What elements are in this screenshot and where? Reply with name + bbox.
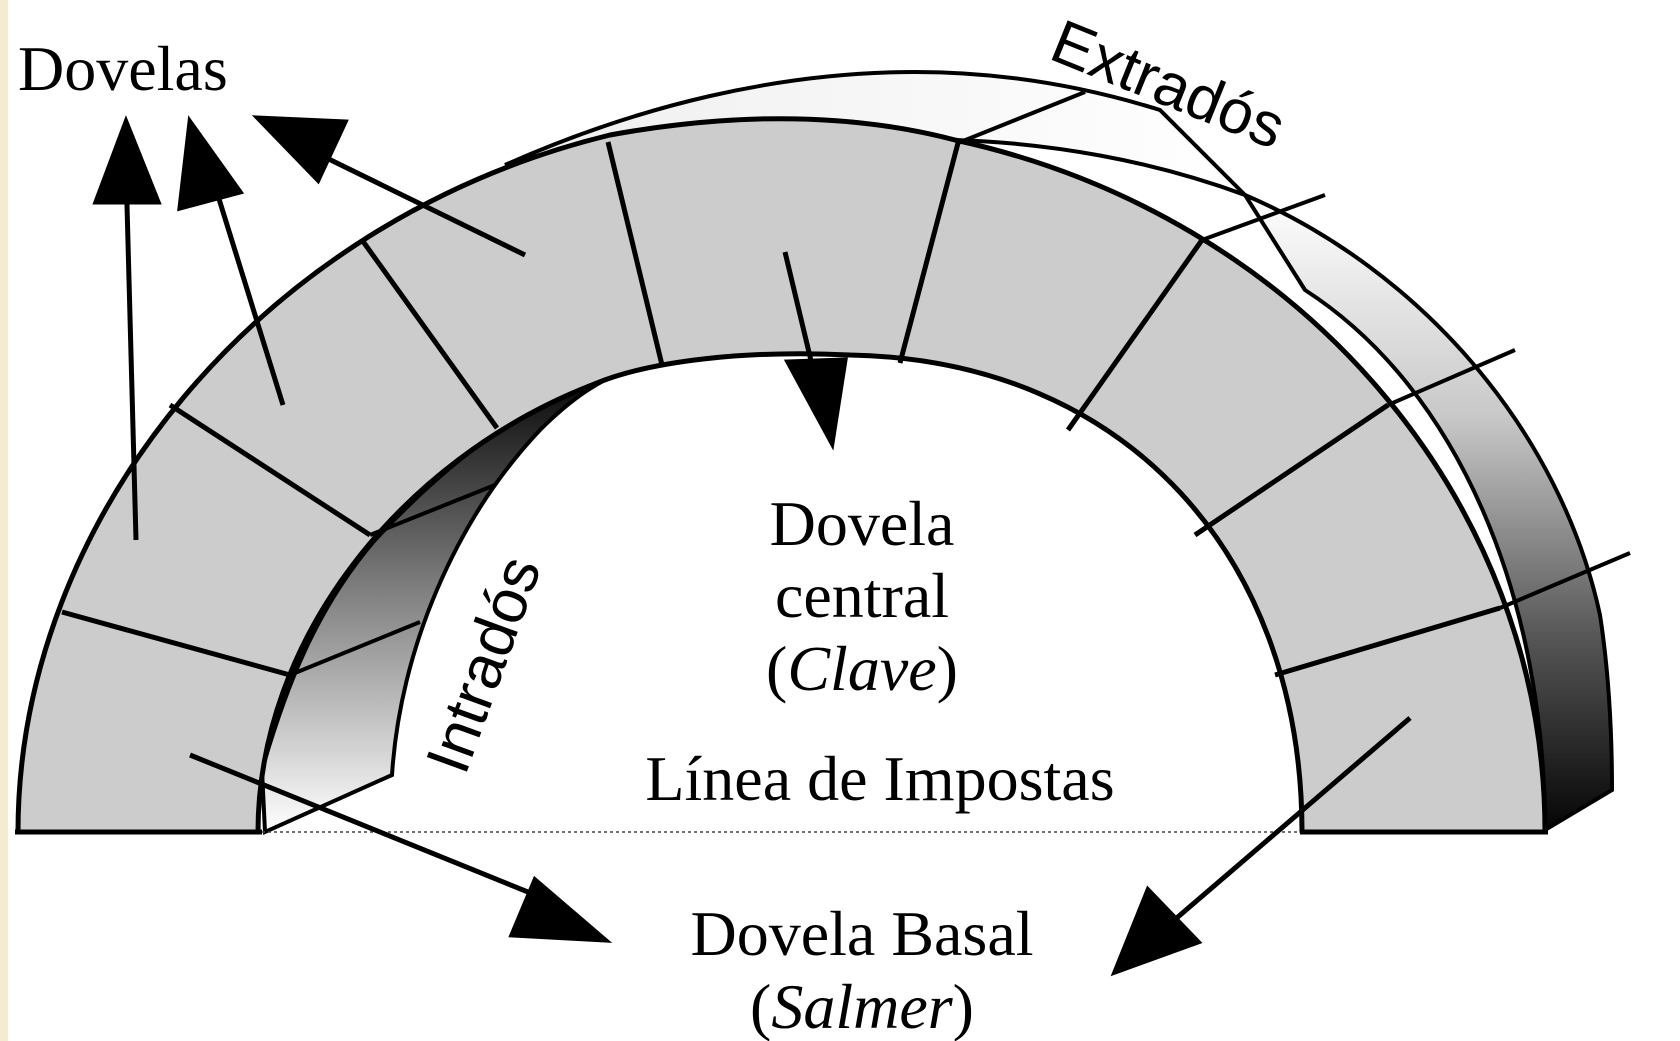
arrows [92,115,1412,977]
extrados-right-shade [1239,190,1615,834]
voussoir-joints [61,141,1501,678]
label-linea-impostas: Línea de Impostas [645,743,1114,814]
arrow-head-6 [1110,885,1203,977]
arrow-head-2 [177,115,245,212]
arrow-head-1 [92,115,162,205]
depth-joints [289,90,1631,677]
arch-face [15,116,1548,835]
arrow-head-4 [783,357,848,451]
arrow-head-3 [251,115,349,185]
label-clave: (Clave) [766,633,958,704]
label-salmer: (Salmer) [750,971,974,1041]
label-dovelas: Dovelas [18,33,228,104]
arrow-head-5 [508,875,613,943]
label-dovela-central-line2: central [775,560,949,631]
label-dovela-basal: Dovela Basal [691,898,1034,969]
left-edge-strip [0,0,8,1041]
label-dovela-central-line1: Dovela [770,488,955,559]
